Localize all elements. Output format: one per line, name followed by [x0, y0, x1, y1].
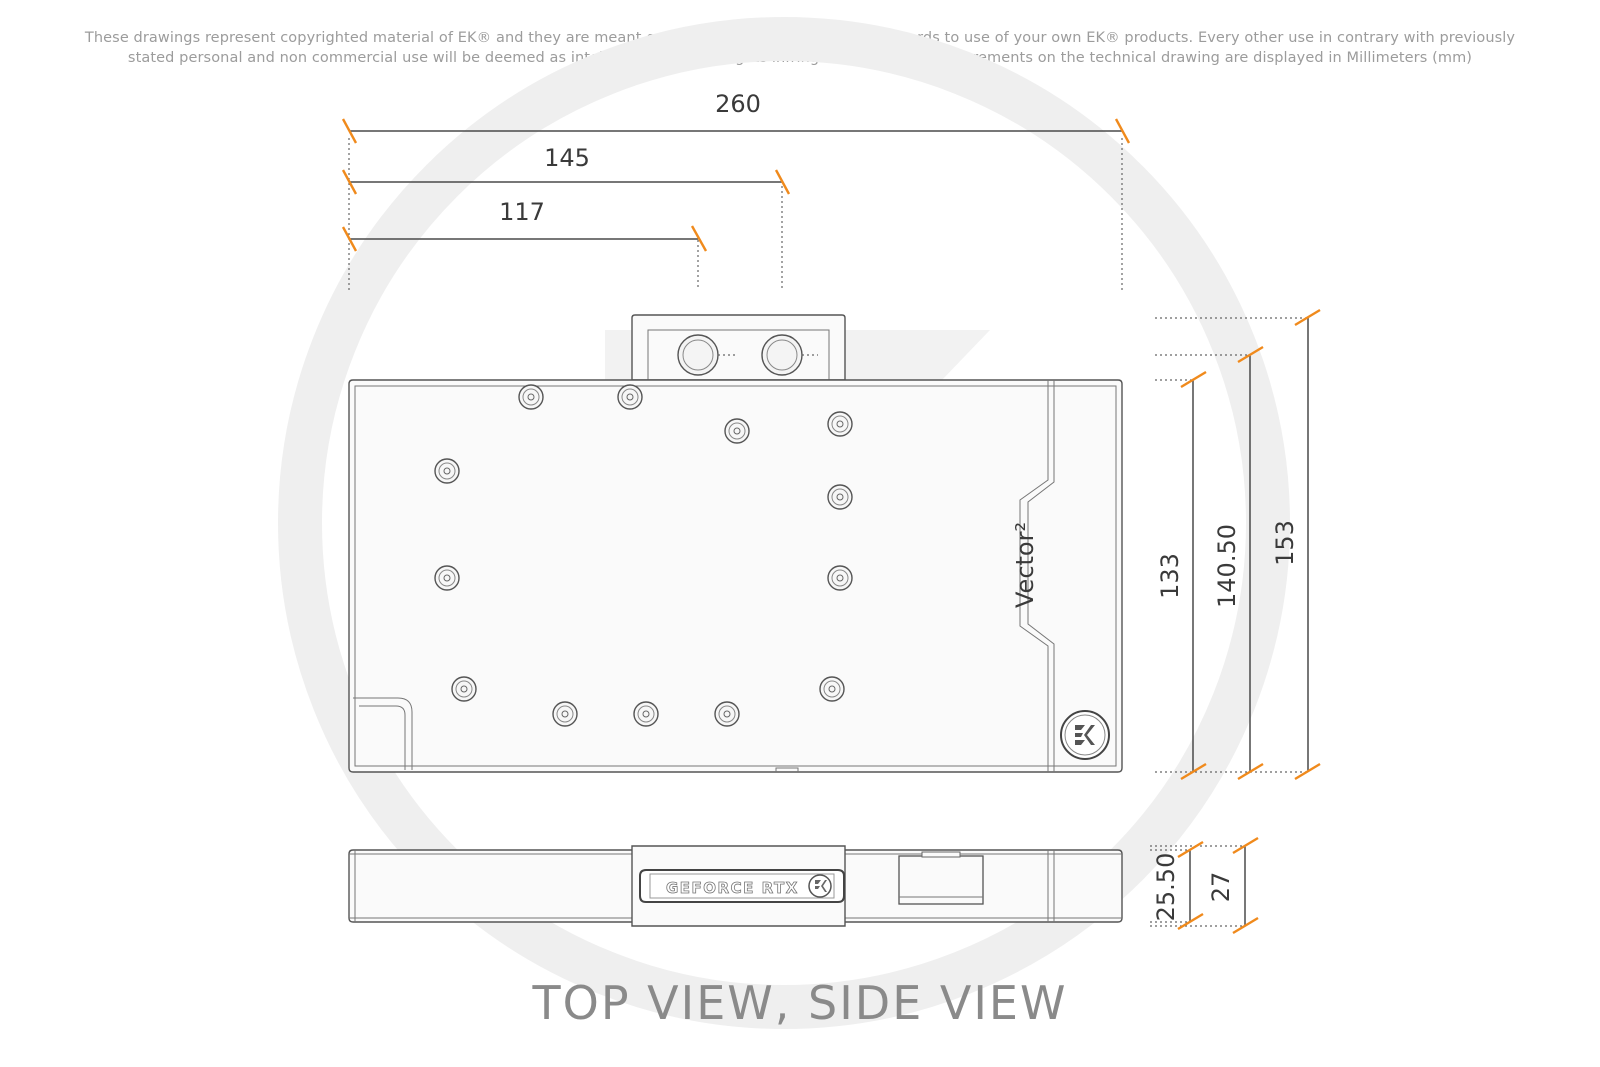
screw-icon [434, 565, 460, 591]
screw-icon [633, 701, 659, 727]
top-view: Vector² [348, 314, 1123, 773]
screw-icon [552, 701, 578, 727]
side-view: GEFORCE RTX [348, 845, 1123, 927]
dimension-25-50: 25.50 [1152, 853, 1180, 922]
screw-icon [434, 458, 460, 484]
side-dimensions: 25.50 27 [1150, 836, 1259, 935]
geforce-badge [639, 869, 845, 903]
vector-logo: Vector² [1011, 522, 1039, 608]
screw-icon [827, 565, 853, 591]
screw-icon-group [434, 384, 853, 727]
ek-small-badge-icon [808, 874, 832, 898]
screw-icon [819, 676, 845, 702]
screw-icon [714, 701, 740, 727]
dimension-260: 260 [715, 90, 761, 118]
screw-icon [617, 384, 643, 410]
screw-icon [451, 676, 477, 702]
dimension-153: 153 [1271, 520, 1299, 566]
ek-badge-icon [1060, 710, 1110, 760]
screw-icon [827, 484, 853, 510]
fitting-block [898, 855, 984, 905]
vertical-dimensions: 133 140.50 153 [1155, 308, 1321, 781]
dimension-133: 133 [1156, 553, 1184, 599]
screw-icon [518, 384, 544, 410]
dimension-117: 117 [499, 198, 545, 226]
geforce-rtx-label: GEFORCE RTX [666, 879, 799, 897]
dimension-140-50: 140.50 [1213, 524, 1241, 608]
terminal-block [631, 314, 846, 381]
screw-icon [724, 418, 750, 444]
outlet-port-icon [761, 334, 803, 376]
dimension-27: 27 [1207, 872, 1235, 903]
dimension-145: 145 [544, 144, 590, 172]
main-plate [348, 379, 1123, 773]
view-caption: TOP VIEW, SIDE VIEW [532, 976, 1068, 1030]
screw-icon [827, 411, 853, 437]
inlet-port-icon [677, 334, 719, 376]
horizontal-dimensions: 260 145 117 [341, 90, 1131, 292]
